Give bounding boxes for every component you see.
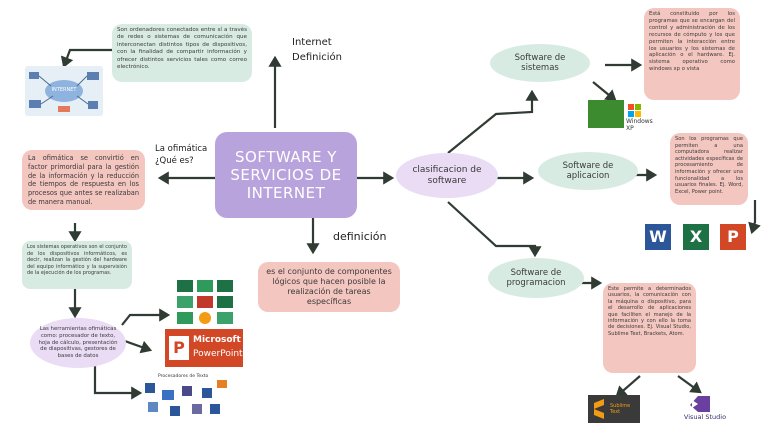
programacion-label: Software de programacion <box>506 267 566 289</box>
network-icon <box>29 72 99 112</box>
definicion-text: es el conjunto de componentes lógicos qu… <box>266 267 392 306</box>
internet-image: INTERNET <box>25 66 103 116</box>
programacion-text-box: Este permite a determinados usuarios, la… <box>603 283 696 373</box>
sistemas-text: Está constituido por los programas que s… <box>649 11 735 73</box>
sublime-text-logo: Sublime Text <box>588 395 640 423</box>
arrow-aplic-icons <box>748 200 761 235</box>
aplicacion-text-box: Son los programas que permiten a una com… <box>670 133 748 205</box>
powerpoint-icon: P <box>720 224 746 250</box>
spreadsheet-icons <box>177 280 233 324</box>
arrow-tools-pp <box>121 338 153 354</box>
ofimatica-text: La ofimática se convirtió en factor prim… <box>28 154 139 206</box>
internet-image-label: INTERNET <box>51 87 77 93</box>
windows-logo-icon <box>588 100 641 128</box>
internet-definition-text: Son ordenadores conectados entre sí a tr… <box>117 27 247 71</box>
word-processor-icons <box>145 380 227 416</box>
office-tools-text: Las herramientas ofimáticas como: proces… <box>38 326 118 360</box>
arrow-tools-word <box>93 360 143 400</box>
office-apps-icons: W X P <box>645 222 751 252</box>
excel-icon: X <box>683 224 709 250</box>
sistemas-text-box: Está constituido por los programas que s… <box>644 8 740 100</box>
visual-studio-logo: Visual Studio <box>676 393 732 425</box>
definicion-label: definición <box>333 230 387 243</box>
sublime-icon <box>594 399 604 419</box>
central-title: SOFTWARE Y SERVICIOS DE INTERNET <box>230 148 342 202</box>
internet-label-line1: Internet <box>292 37 332 48</box>
sistemas-node: Software de sistemas <box>490 44 590 82</box>
ofimatica-text-box: La ofimática se convirtió en factor prim… <box>22 150 145 210</box>
internet-label: Internet Definición <box>292 35 342 65</box>
ofimatica-label-line2: ¿Qué es? <box>155 156 194 166</box>
programacion-text: Este permite a determinados usuarios, la… <box>608 286 691 337</box>
office-tools-box: Las herramientas ofimáticas como: proces… <box>30 318 126 368</box>
powerpoint-label-line2: PowerPoint <box>193 349 243 359</box>
word-processors-image: Procesadores de Texto <box>140 374 230 422</box>
powerpoint-p-icon: P <box>169 336 189 360</box>
arrow-prog-sublime <box>615 375 641 398</box>
clasificacion-node: clasificacion de software <box>396 153 498 198</box>
windows-xp-image: Windows XP <box>588 100 658 132</box>
aplicacion-text: Son los programas que permiten a una com… <box>675 136 743 195</box>
arrow-clasif-programacion <box>447 201 542 258</box>
sistemas-label: Software de sistemas <box>514 52 566 74</box>
windows-xp-label: Windows XP <box>626 118 653 132</box>
definicion-box: es el conjunto de componentes lógicos qu… <box>258 262 400 312</box>
word-processors-label: Procesadores de Texto <box>158 374 209 379</box>
internet-definition-box: Son ordenadores conectados entre sí a tr… <box>112 24 252 82</box>
operating-systems-text: Los sistemas operativos son el conjunto … <box>27 244 127 276</box>
visual-studio-label: Visual Studio <box>683 413 727 421</box>
clasificacion-label: clasificacion de software <box>412 164 482 186</box>
programacion-node: Software de programacion <box>488 258 584 298</box>
excel-sheets-image <box>175 278 235 326</box>
sublime-text-label: Sublime Text <box>610 403 631 415</box>
powerpoint-logo: P Microsoft PowerPoint <box>165 329 243 367</box>
central-topic: SOFTWARE Y SERVICIOS DE INTERNET <box>215 132 357 218</box>
word-icon: W <box>645 224 671 250</box>
aplicacion-node: Software de aplicacion <box>538 152 638 190</box>
ofimatica-label-line1: La ofimática <box>155 144 208 154</box>
aplicacion-label: Software de aplicacion <box>562 160 614 182</box>
powerpoint-label-line1: Microsoft <box>193 335 241 345</box>
internet-label-line2: Definición <box>292 52 342 63</box>
ofimatica-label: La ofimática ¿Qué es? <box>155 143 207 167</box>
arrow-sistemas-windows <box>592 81 617 102</box>
arrow-prog-vs <box>677 375 702 394</box>
operating-systems-box: Los sistemas operativos son el conjunto … <box>22 241 132 289</box>
arrow-clasif-sistemas <box>447 89 539 154</box>
arrow-tools-excel <box>121 308 171 326</box>
visual-studio-icon <box>690 396 710 412</box>
